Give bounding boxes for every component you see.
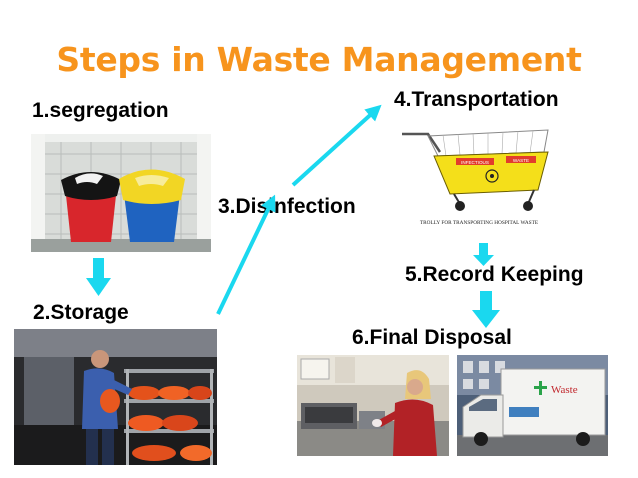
storage-room-photo	[14, 329, 217, 465]
step-segregation-label: 1.segregation	[32, 99, 169, 122]
segregation-bins-photo	[31, 134, 211, 252]
arrow-transportation-to-record	[473, 243, 494, 266]
step-disinfection-label: 3.Disinfection	[218, 195, 356, 218]
step-storage-label: 2.Storage	[33, 301, 129, 324]
step-record-keeping-label: 5.Record Keeping	[405, 263, 584, 286]
trolley-caption: TROLLY FOR TRANSPORTING HOSPITAL WASTE	[420, 220, 538, 226]
waste-trolley-photo: INFECTIOUS WASTE TROLLY FOR TRANSPORTING…	[398, 112, 561, 238]
trolley-sign-left: INFECTIOUS	[461, 160, 489, 165]
biohazard-icon	[485, 169, 499, 183]
arrow-record-to-disposal	[472, 291, 500, 328]
truck-sign-text: Waste	[551, 384, 578, 396]
disposal-lab-photo	[297, 355, 449, 456]
arrow-storage-to-disinfection	[216, 194, 276, 315]
step-final-disposal-label: 6.Final Disposal	[352, 326, 512, 349]
page-title: Steps in Waste Management	[56, 40, 582, 79]
trolley-sign-right: WASTE	[513, 158, 529, 163]
disposal-truck-photo: Waste	[457, 355, 608, 456]
step-transportation-label: 4.Transportation	[394, 88, 559, 111]
arrow-segregation-to-storage	[86, 258, 111, 296]
arrow-disinfection-to-transportation	[291, 104, 382, 187]
